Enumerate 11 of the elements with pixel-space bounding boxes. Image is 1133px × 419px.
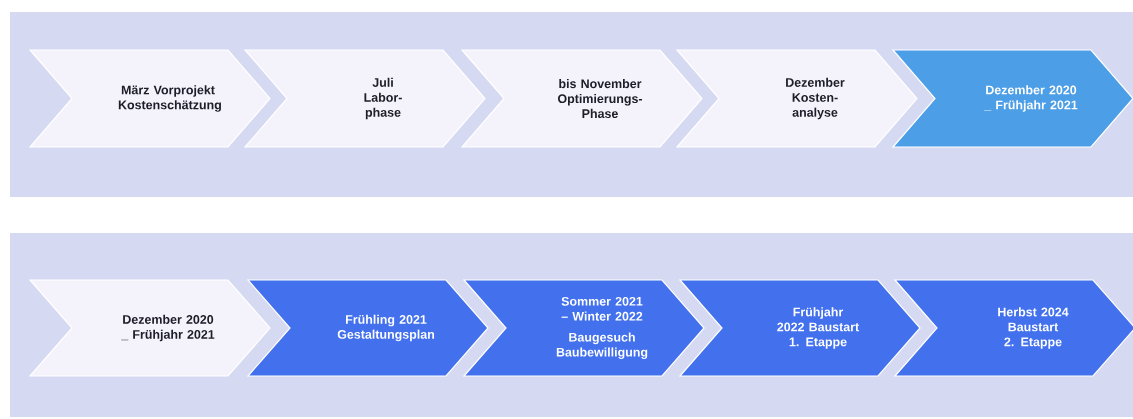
chevron-box: Dezember Kosten- analyse	[675, 49, 918, 148]
chevron-box: Juli Labor- phase	[243, 49, 486, 148]
chevron-box: März Vorprojekt Kostenschätzung	[28, 49, 271, 148]
chevron-box: Sommer 2021 – Winter 2022 Baugesuch Baubewilligung	[462, 279, 705, 377]
chevron-box: Dezember 2020 _ Frühjahr 2021	[28, 279, 271, 377]
chevron-box: bis November Optimierungs- Phase	[460, 49, 703, 148]
chevron-box: Frühling 2021 Gestaltungsplan	[246, 279, 489, 377]
chevron-box: Frühjahr 2022 Baustart 1. Etappe	[678, 279, 921, 377]
chevron-box: Dezember 2020 _ Frühjahr 2021	[891, 49, 1133, 148]
node-label: Herbst 2024 Baustart 2. Etappe	[998, 307, 1069, 349]
chevron-box: Herbst 2024 Baustart 2. Etappe	[893, 279, 1133, 377]
